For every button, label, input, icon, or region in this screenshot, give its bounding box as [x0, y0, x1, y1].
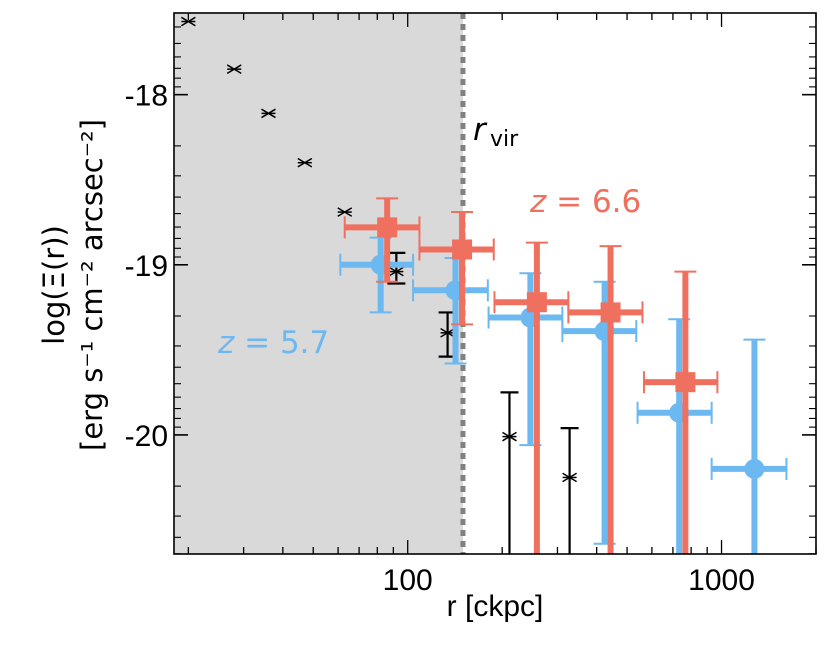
data-point	[387, 251, 406, 285]
data-point	[500, 391, 519, 554]
square-marker-icon	[526, 292, 547, 313]
data-point	[710, 338, 788, 554]
tick-labels: 100 1000 -18 -19 -20	[125, 80, 755, 597]
plot-frame	[173, 12, 817, 555]
square-marker-icon	[675, 372, 696, 393]
axis-ticks	[174, 13, 817, 555]
data-point	[226, 64, 242, 74]
y-tick-label: -20	[125, 420, 168, 453]
y-axis-label-line1: log(Ξ(r))	[37, 225, 71, 345]
shaded-region	[174, 13, 463, 554]
series-z-6-6	[343, 197, 719, 554]
data-point	[487, 272, 564, 447]
square-marker-icon	[377, 217, 398, 238]
data-point	[642, 270, 719, 554]
data-point	[261, 108, 276, 119]
data-point	[561, 280, 638, 545]
data-point	[418, 211, 495, 326]
y-tick-label: -19	[125, 250, 168, 283]
series-reference	[180, 16, 579, 554]
redshift-annotation: z = 6.6	[529, 184, 641, 220]
rvir-label-sub: vir	[490, 127, 519, 152]
y-axis-label-line2: [erg s⁻¹ cm⁻² arcsec⁻²]	[75, 119, 109, 451]
x-tick-label: 1000	[688, 564, 755, 597]
data-point	[636, 318, 713, 554]
shaded-rect	[174, 13, 463, 554]
redshift-symbol: z	[529, 184, 547, 220]
redshift-symbol: z	[217, 325, 235, 361]
x-tick-label: 100	[383, 564, 433, 597]
data-point	[180, 16, 196, 27]
data-point	[567, 245, 644, 554]
y-tick-label: -18	[125, 80, 168, 113]
data-point	[560, 427, 579, 554]
square-marker-icon	[452, 239, 473, 260]
annotations: z = 6.6z = 5.7	[217, 184, 641, 361]
data-point	[493, 241, 570, 554]
rvir-label-r: r	[473, 112, 488, 148]
x-axis-label: r [ckpc]	[447, 590, 544, 623]
square-marker-icon	[600, 302, 621, 323]
data-point	[297, 157, 313, 168]
data-series	[180, 16, 788, 554]
circle-marker-icon	[744, 458, 765, 479]
data-point	[337, 207, 353, 217]
redshift-annotation: z = 5.7	[217, 325, 329, 361]
redshift-value: = 5.7	[234, 325, 329, 361]
rvir-label: r vir	[473, 112, 519, 152]
redshift-value: = 6.6	[546, 184, 641, 220]
data-point	[343, 197, 421, 283]
